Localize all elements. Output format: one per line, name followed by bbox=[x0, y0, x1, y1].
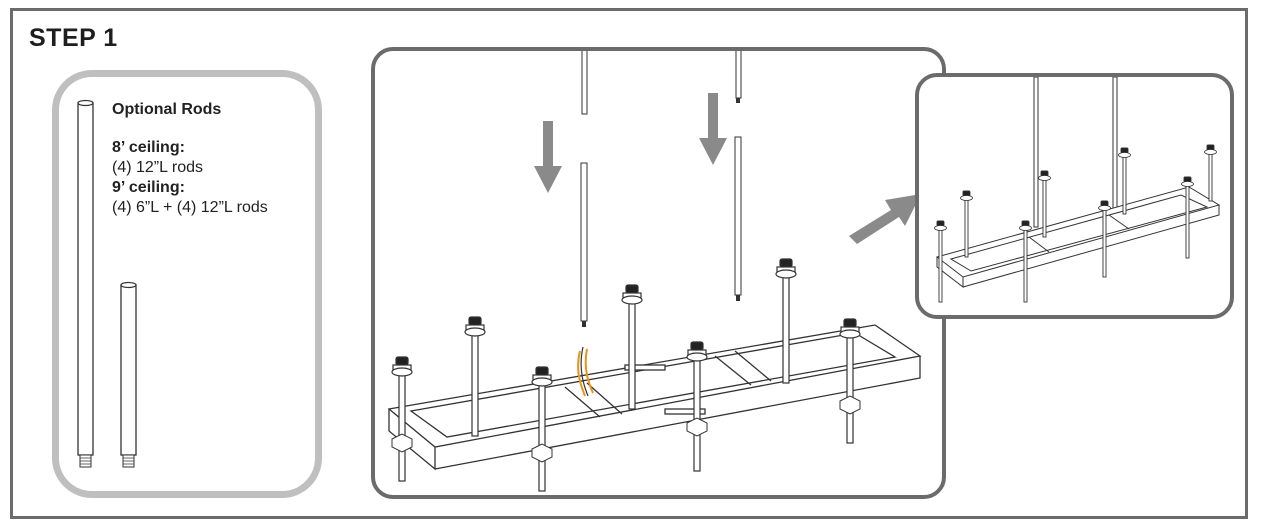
down-arrow-icon bbox=[699, 93, 727, 165]
step-frame bbox=[10, 8, 1248, 519]
optional-rods-panel: Optional Rods 8’ ceiling: (4) 12”L rods … bbox=[52, 70, 322, 498]
diagonal-arrow-icon bbox=[849, 194, 921, 244]
short-rod bbox=[120, 281, 137, 468]
ceiling-9-detail: (4) 6”L + (4) 12”L rods bbox=[112, 199, 268, 216]
assembly-panel bbox=[371, 47, 946, 499]
threaded-posts bbox=[391, 258, 861, 492]
hanging-rod-2 bbox=[734, 51, 742, 301]
optional-rods-illustration bbox=[77, 99, 137, 468]
assembly-illustration bbox=[387, 51, 922, 492]
ceiling-8-detail: (4) 12”L rods bbox=[112, 159, 203, 176]
result-frame bbox=[935, 186, 1221, 289]
result-posts bbox=[934, 144, 1217, 303]
base-frame bbox=[387, 324, 922, 471]
step-title: STEP 1 bbox=[29, 24, 118, 52]
down-arrow-icon bbox=[534, 121, 562, 193]
hanging-rod-1 bbox=[580, 51, 588, 327]
long-rod bbox=[77, 99, 94, 468]
ceiling-8-label: 8’ ceiling: bbox=[112, 139, 185, 156]
result-illustration bbox=[934, 77, 1221, 303]
optional-rods-title: Optional Rods bbox=[112, 101, 222, 118]
result-panel bbox=[915, 73, 1234, 319]
ceiling-9-label: 9’ ceiling: bbox=[112, 179, 185, 196]
